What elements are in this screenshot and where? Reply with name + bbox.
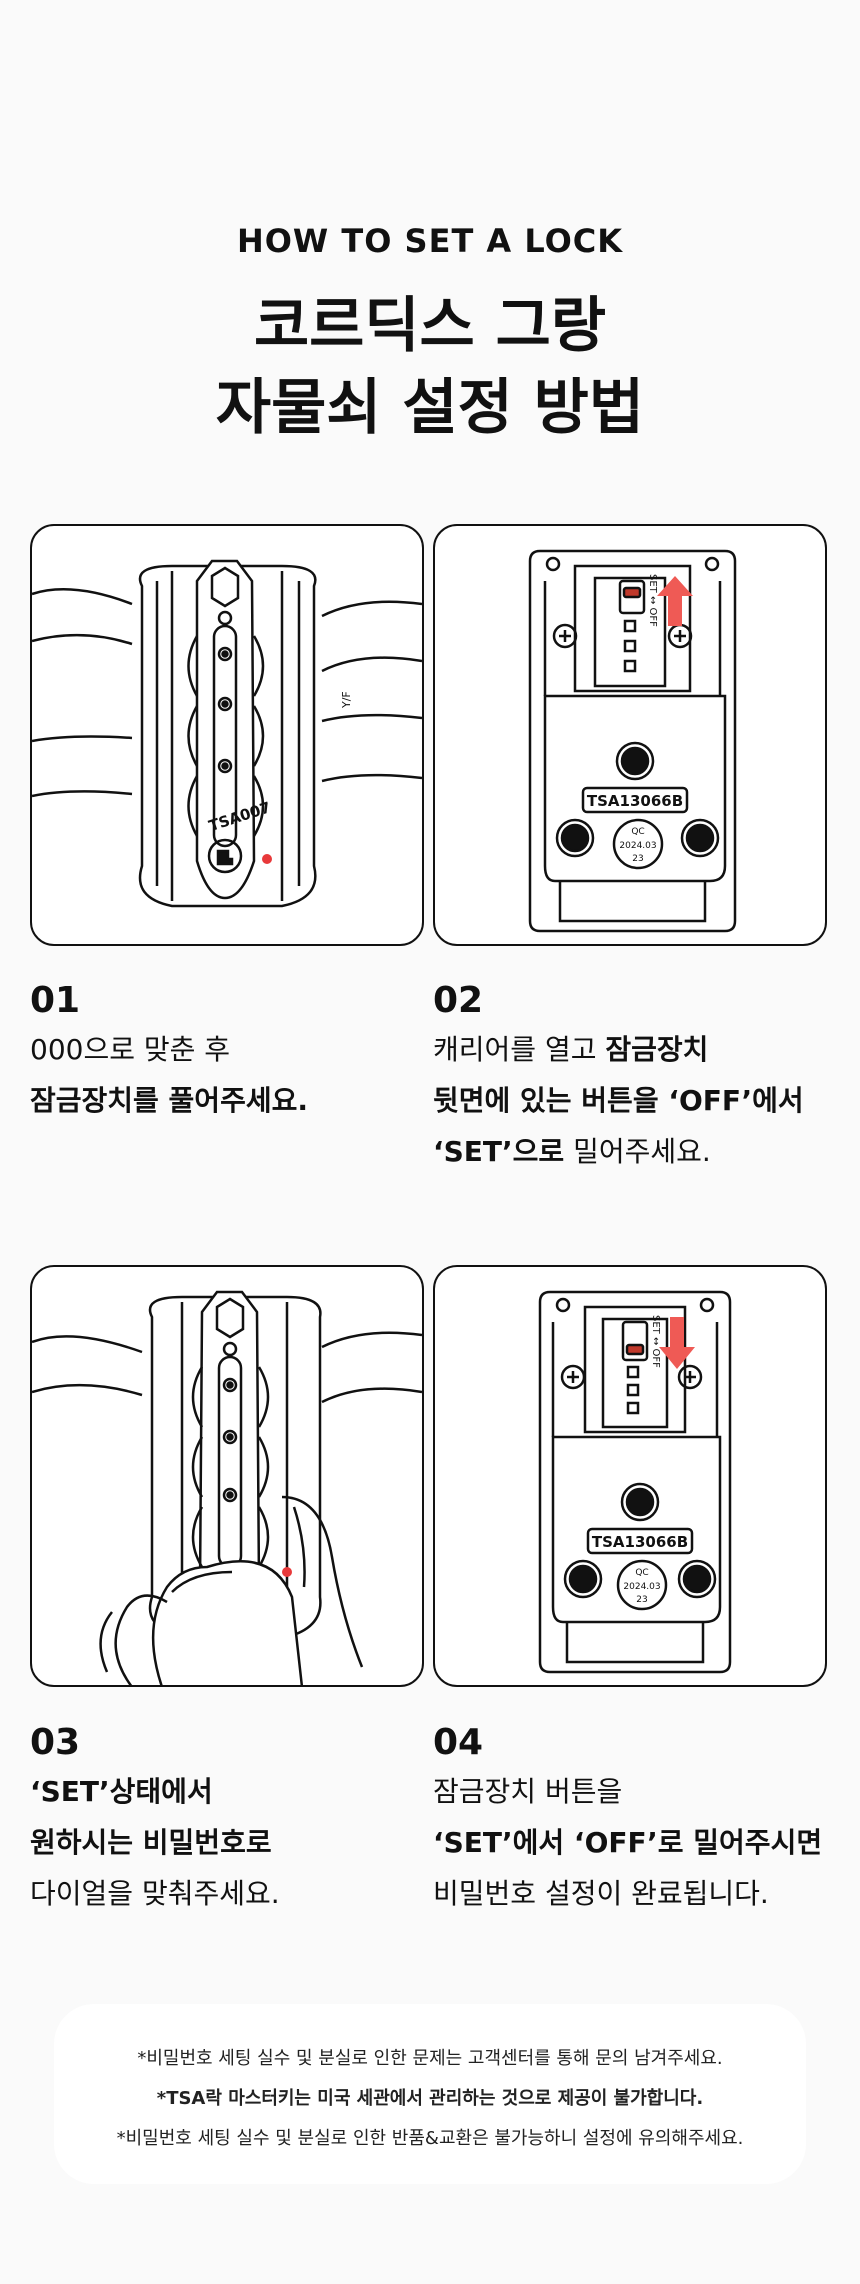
step-text-run: 잠금장치를 풀어주세요. [30, 1084, 308, 1117]
strap-tag-label: Y/F [340, 691, 353, 709]
lock-code-label: TSA13066B [592, 1533, 688, 1551]
illustration-lock-dial-hand [30, 1265, 424, 1687]
step-line: 원하시는 비밀번호로 [30, 1817, 280, 1868]
notice-line-1: *비밀번호 세팅 실수 및 분실로 인한 문제는 고객센터를 통해 문의 남겨주… [137, 2048, 723, 2069]
step-line: ‘SET’에서 ‘OFF’로 밀어주시면 [433, 1817, 822, 1868]
qc-label: QC [635, 1568, 648, 1578]
step-line: 잠금장치를 풀어주세요. [30, 1075, 308, 1126]
qc-label: QC [631, 827, 644, 837]
step-line: 뒷면에 있는 버튼을 ‘OFF’에서 [433, 1075, 804, 1126]
step-text-run: 000으로 맞춘 후 [30, 1033, 231, 1066]
qc-date: 2024.03 [623, 1582, 660, 1592]
step-text-run: 뒷면에 있는 버튼을 ‘OFF’에서 [433, 1084, 804, 1117]
notice-line-3: *비밀번호 세팅 실수 및 분실로 인한 반품&교환은 불가능하니 설정에 유의… [116, 2128, 744, 2149]
eyebrow-heading: HOW TO SET A LOCK [236, 222, 624, 260]
step-3-text: ‘SET’상태에서 원하시는 비밀번호로 다이얼을 맞춰주세요. [30, 1766, 280, 1919]
step-number: 04 [433, 1722, 484, 1763]
lock-code-label: TSA13066B [587, 792, 683, 810]
step-number: 03 [30, 1722, 81, 1763]
step-line: 000으로 맞춘 후 [30, 1024, 308, 1075]
illustration-lock-back-off: SET ↔ OFF TSA13066B QC 2024.03 23 [433, 1265, 827, 1687]
switch-label: SET ↔ OFF [650, 1315, 661, 1368]
step-line: 잠금장치 버튼을 [433, 1766, 822, 1817]
step-text-run: ‘SET’에서 ‘OFF’로 밀어주시면 [433, 1826, 823, 1859]
qc-day: 23 [632, 854, 643, 864]
step-4-text: 잠금장치 버튼을 ‘SET’에서 ‘OFF’로 밀어주시면 비밀번호 설정이 완… [433, 1766, 822, 1919]
switch-label: SET ↔ OFF [647, 574, 658, 627]
step-text-run: ‘SET’상태에서 [30, 1775, 213, 1808]
title-line-2: 자물쇠 설정 방법 [215, 373, 645, 443]
step-text-run: 비밀번호 설정이 완료됩니다. [433, 1877, 769, 1910]
title-line-1: 코르딕스 그랑 [253, 291, 607, 361]
step-text-run: 잠금장치 [605, 1033, 709, 1066]
step-number: 02 [433, 980, 484, 1021]
step-line: 다이얼을 맞춰주세요. [30, 1868, 280, 1919]
page-title: 코르딕스 그랑 자물쇠 설정 방법 [0, 285, 860, 449]
notice-line-2: *TSA락 마스터키는 미국 세관에서 관리하는 것으로 제공이 불가합니다. [156, 2088, 704, 2109]
step-2-text: 캐리어를 열고 잠금장치 뒷면에 있는 버튼을 ‘OFF’에서 ‘SET’으로 … [433, 1024, 804, 1177]
qc-date: 2024.03 [619, 841, 656, 851]
illustration-lock-front: TSA007 Y/F [30, 524, 424, 946]
illustration-lock-back-set: SET ↔ OFF TSA13066B QC 2024.03 23 [433, 524, 827, 946]
step-text-run: 밀어주세요. [564, 1135, 711, 1168]
step-text-run: ‘SET’으로 [433, 1135, 565, 1168]
qc-day: 23 [636, 1595, 647, 1605]
step-text-run: 원하시는 비밀번호로 [30, 1826, 272, 1859]
step-line: 비밀번호 설정이 완료됩니다. [433, 1868, 822, 1919]
step-1-text: 000으로 맞춘 후 잠금장치를 풀어주세요. [30, 1024, 308, 1126]
step-text-run: 캐리어를 열고 [433, 1033, 606, 1066]
step-number: 01 [30, 980, 81, 1021]
step-text-run: 잠금장치 버튼을 [433, 1775, 623, 1808]
notice-box: *비밀번호 세팅 실수 및 분실로 인한 문제는 고객센터를 통해 문의 남겨주… [54, 2004, 806, 2184]
step-line: ‘SET’상태에서 [30, 1766, 280, 1817]
step-text-run: 다이얼을 맞춰주세요. [30, 1877, 280, 1910]
step-line: ‘SET’으로 밀어주세요. [433, 1126, 804, 1177]
step-line: 캐리어를 열고 잠금장치 [433, 1024, 804, 1075]
